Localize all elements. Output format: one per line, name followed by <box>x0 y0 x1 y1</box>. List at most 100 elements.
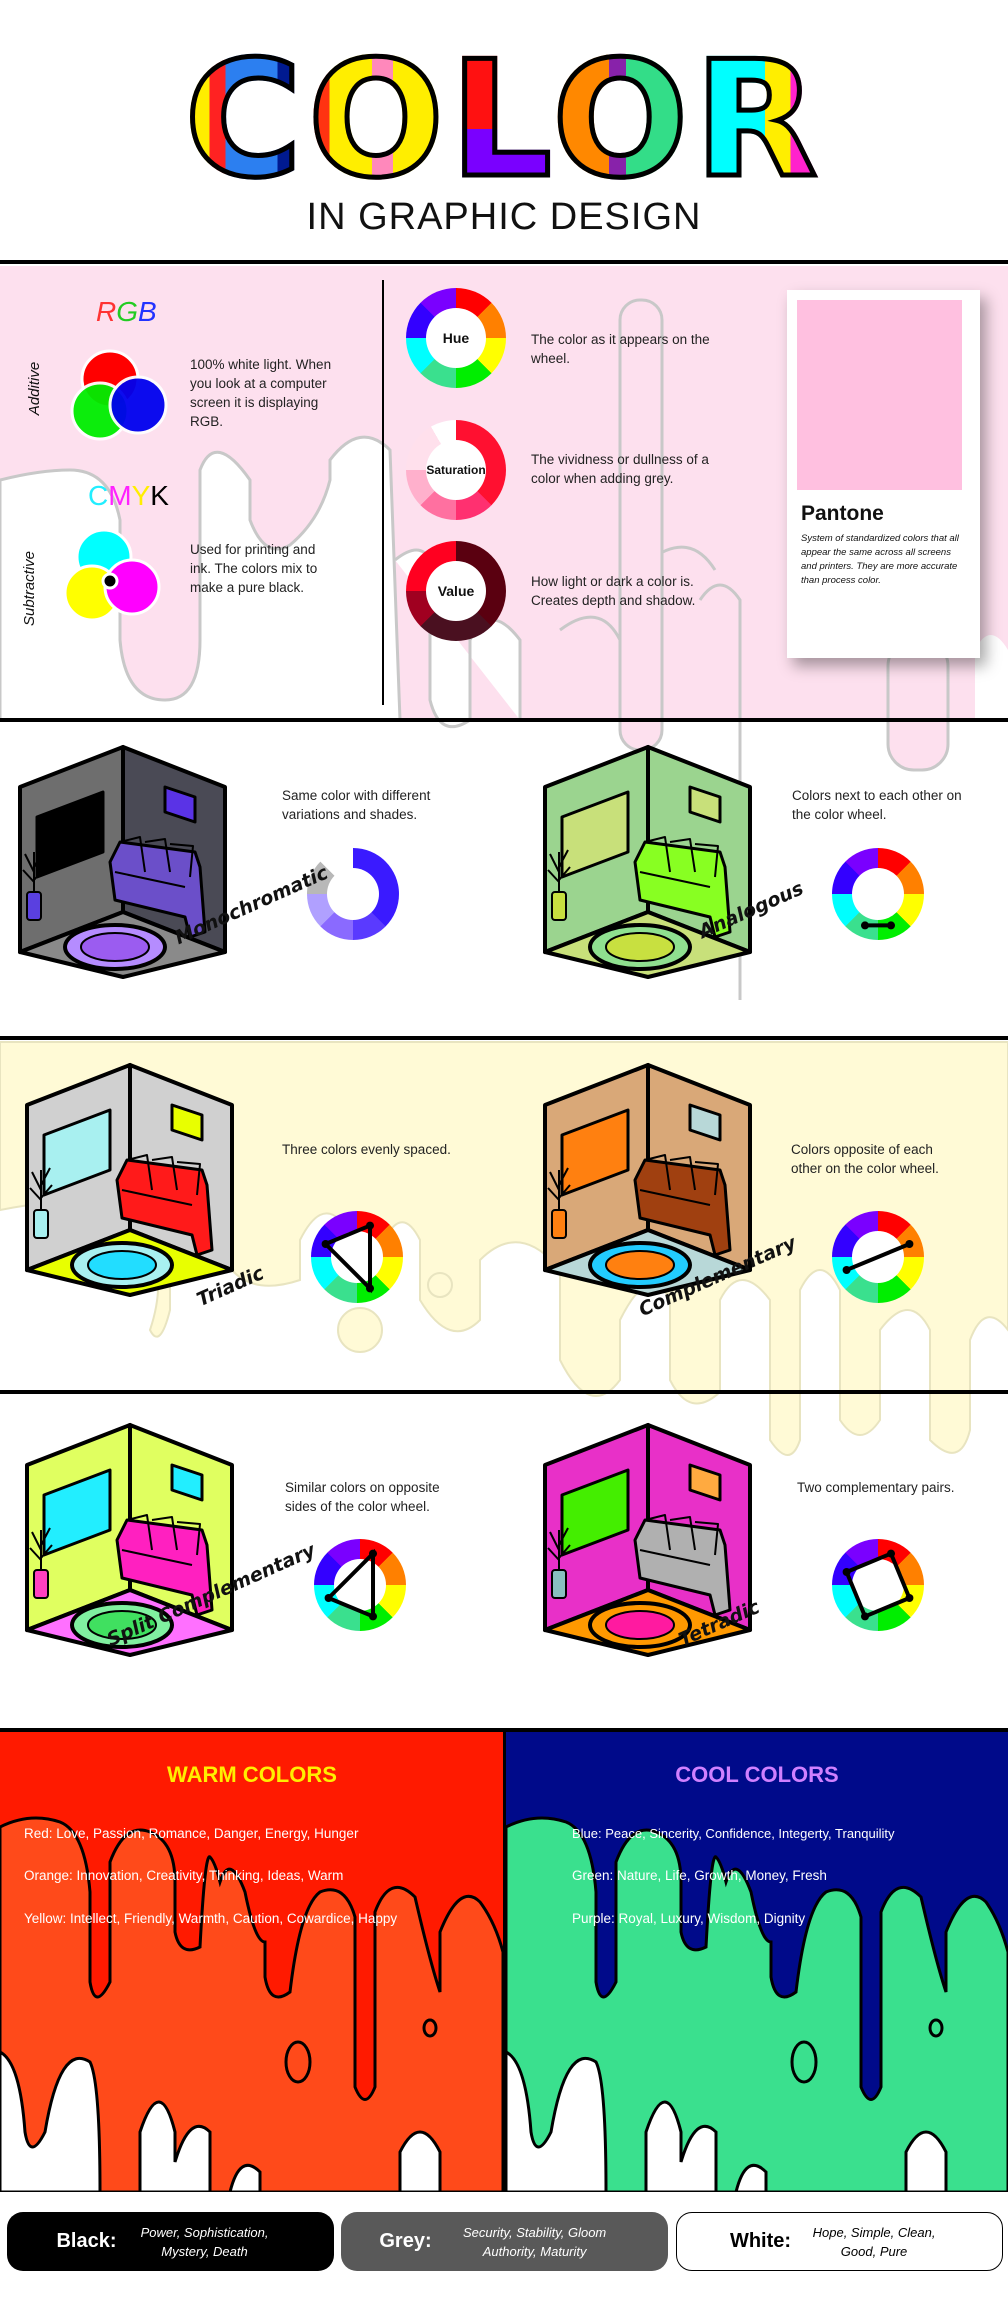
warm-colors-title: WARM COLORS <box>167 1762 337 1787</box>
value-wheel: Value <box>406 541 506 641</box>
scheme-color-wheel <box>314 1539 406 1631</box>
rgb-description: 100% white light. When you look at a com… <box>190 357 332 429</box>
pantone-swatch <box>797 300 962 490</box>
room-sofa <box>115 1518 214 1617</box>
scheme-connector <box>842 1549 914 1621</box>
room-plant-pot <box>551 1209 567 1239</box>
rgb-g: G <box>116 296 139 327</box>
additive-label: Additive <box>26 361 44 416</box>
warm-orange-meaning: Orange: Innovation, Creativity, Thinking… <box>24 1868 344 1883</box>
room-frame-large <box>42 1108 112 1197</box>
neutral-name: Grey: <box>379 2230 432 2252</box>
room-illustration <box>18 745 227 979</box>
rgb-r: R <box>96 296 117 327</box>
hue-wheel: Hue <box>406 288 506 388</box>
room-illustration <box>543 1423 752 1657</box>
scheme-connector <box>324 1548 378 1621</box>
scheme-connector <box>860 921 896 930</box>
room-illustration <box>25 1423 234 1657</box>
room-sofa <box>633 1518 732 1617</box>
neutral-name: Black: <box>56 2230 117 2252</box>
room-plant-pot <box>33 1209 49 1239</box>
cmyk-description: Used for printing and ink. The colors mi… <box>190 542 318 595</box>
room-frame-small <box>688 785 722 824</box>
scheme-point <box>321 1239 330 1248</box>
room-frame-large <box>560 790 630 879</box>
divider <box>0 260 1008 264</box>
scheme-color-wheel <box>832 848 924 940</box>
rgb-label: RGB <box>96 296 157 328</box>
hue-label: Hue <box>426 308 486 368</box>
scheme-color-wheel <box>311 1211 403 1303</box>
scheme-point <box>324 1594 333 1603</box>
scheme-point <box>887 921 896 930</box>
title-color: COLOR <box>0 27 1008 212</box>
neutral-grey: Grey: Security, Stability, Gloom Authorit… <box>341 2212 668 2271</box>
room-rug-inner <box>605 1250 675 1280</box>
divider <box>0 1728 1008 1732</box>
room-sofa <box>108 840 207 939</box>
room-sofa <box>633 840 732 939</box>
room-frame-large <box>35 790 105 879</box>
room-frame-large <box>560 1468 630 1557</box>
warm-red-meaning: Red: Love, Passion, Romance, Danger, Ene… <box>24 1826 359 1841</box>
scheme-point <box>366 1221 375 1230</box>
divider <box>0 1390 1008 1394</box>
saturation-wheel: Saturation <box>406 420 506 520</box>
neutral-words: Hope, Simple, Clean, Good, Pure <box>812 2224 936 2259</box>
scheme-color-wheel <box>307 848 399 940</box>
scheme-point <box>842 1266 851 1275</box>
room-plant <box>29 1167 53 1210</box>
scheme-description: Three colors evenly spaced. <box>282 1142 451 1157</box>
cmyk-venn-icon <box>64 528 161 622</box>
divider <box>0 1036 1008 1040</box>
divider <box>0 718 1008 722</box>
scheme-description: Two complementary pairs. <box>797 1480 955 1495</box>
room-frame-large <box>560 1108 630 1197</box>
room-plant <box>547 1527 571 1570</box>
scheme-point <box>369 1549 378 1558</box>
rgb-venn-icon <box>70 349 168 441</box>
scheme-point <box>842 1567 851 1576</box>
cmyk-m: M <box>108 480 132 511</box>
scheme-point <box>369 1612 378 1621</box>
room-frame-small <box>170 1103 204 1142</box>
title-letter: R <box>692 26 824 213</box>
room-rug-inner <box>87 1610 157 1640</box>
title-letter: O <box>550 26 695 213</box>
room-rug-inner <box>87 1250 157 1280</box>
cool-colors-title: COOL COLORS <box>675 1762 839 1787</box>
hue-description: The color as it appears on the wheel. <box>531 332 710 366</box>
room-frame-small <box>170 1463 204 1502</box>
scheme-description: Same color with different variations and… <box>282 788 431 822</box>
scheme-point <box>860 1612 869 1621</box>
pantone-description: System of standardized colors that all a… <box>801 533 959 586</box>
room-frame-small <box>688 1463 722 1502</box>
room-plant-pot <box>551 891 567 921</box>
neutral-name: White: <box>729 2230 792 2252</box>
cmyk-label: CMYK <box>88 480 169 512</box>
subtractive-label: Subtractive <box>21 550 39 627</box>
room-sofa <box>633 1158 732 1257</box>
value-description: How light or dark a color is. Creates de… <box>531 574 696 608</box>
room-rug-inner <box>80 932 150 962</box>
scheme-point <box>366 1284 375 1293</box>
cool-green-meaning: Green: Nature, Life, Growth, Money, Fres… <box>572 1868 827 1883</box>
room-illustration <box>25 1063 234 1297</box>
warm-yellow-meaning: Yellow: Intellect, Friendly, Warmth, Cau… <box>24 1911 398 1926</box>
scheme-point <box>887 1549 896 1558</box>
room-illustration <box>543 1063 752 1297</box>
neutral-words: Security, Stability, Gloom Authority, Ma… <box>462 2224 607 2259</box>
saturation-label: Saturation <box>426 440 486 500</box>
room-plant <box>29 1527 53 1570</box>
cmyk-c: C <box>88 480 109 511</box>
title-letter: L <box>447 26 553 213</box>
cool-purple-meaning: Purple: Royal, Luxury, Wisdom, Dignity <box>572 1911 806 1926</box>
pantone-card: Pantone System of standardized colors th… <box>787 290 980 658</box>
room-sofa <box>115 1158 214 1257</box>
title-letter: O <box>305 26 450 213</box>
scheme-description: Colors next to each other on the color w… <box>792 788 962 822</box>
scheme-color-wheel <box>832 1211 924 1303</box>
room-frame-small <box>163 785 197 824</box>
